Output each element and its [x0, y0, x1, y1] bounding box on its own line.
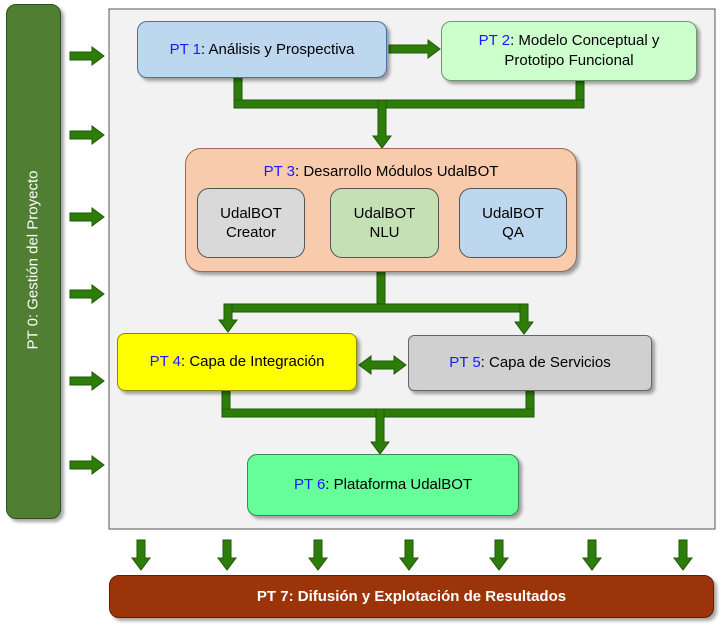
module-name: UdalBOT: [220, 205, 282, 222]
pt7-arrow: [489, 539, 509, 571]
pt0-management-bar: [6, 4, 61, 519]
pt0-label: PT 0: Gestión del Proyecto: [24, 170, 42, 350]
pt6-box: PT 6: Plataforma UdalBOT: [247, 454, 519, 516]
merge-to-pt3-arrow: [372, 99, 392, 149]
split-bar: [223, 303, 529, 313]
split-to-pt4-arrow: [218, 303, 238, 333]
pt0-arrow: [69, 46, 105, 66]
pt2-box: PT 2: Modelo Conceptual y Prototipo Funci…: [441, 21, 697, 81]
module-name: UdalBOT: [482, 205, 544, 222]
pt7-arrow: [582, 539, 602, 571]
pt0-arrow: [69, 371, 105, 391]
pt1-title: : Análisis y Prospectiva: [201, 40, 355, 58]
pt3-module-qa: UdalBOT QA: [459, 188, 567, 258]
module-name: UdalBOT: [353, 205, 416, 222]
module-variant: NLU: [369, 224, 400, 241]
pt3-down-connector: [376, 271, 386, 306]
pt5-code: PT 5: [449, 354, 481, 371]
pt3-title: : Desarrollo Módulos UdalBOT: [294, 163, 499, 180]
merge-to-pt6-arrow: [370, 408, 390, 455]
pt0-arrow: [69, 455, 105, 475]
pt4-code: PT 4: [149, 353, 181, 370]
pt4-title: : Capa de Integración: [180, 353, 325, 370]
pt4-box: PT 4: Capa de Integración: [117, 333, 357, 391]
pt7-arrow: [399, 539, 419, 571]
pt2-title-line1: : Modelo Conceptual y: [510, 32, 660, 49]
pt1-to-pt2-arrow: [388, 39, 441, 59]
split-to-pt5-arrow: [514, 303, 534, 335]
module-variant: Creator: [225, 224, 277, 241]
pt5-box: PT 5: Capa de Servicios: [408, 335, 652, 391]
pt7-arrow: [217, 539, 237, 571]
pt4-pt5-bidirectional-arrow: [358, 355, 407, 375]
pt3-module-creator: UdalBOT Creator: [197, 188, 305, 258]
pt3-module-nlu: UdalBOT NLU: [330, 188, 439, 258]
pt6-code: PT 6: [293, 476, 326, 493]
pt0-arrow: [69, 284, 105, 304]
pt2-code: PT 2: [478, 32, 511, 49]
pt7-label: PT 7: Difusión y Explotación de Resultad…: [256, 587, 567, 605]
pt7-arrow: [308, 539, 328, 571]
pt6-title: : Plataforma UdalBOT: [325, 476, 473, 493]
module-variant: QA: [502, 224, 524, 241]
pt7-arrow: [673, 539, 693, 571]
pt3-code: PT 3: [263, 163, 295, 180]
pt2-title-line2: Prototipo Funcional: [504, 52, 634, 69]
pt1-code: PT 1: [169, 40, 201, 58]
top-merge-bar: [233, 99, 585, 109]
pt7-dissemination-bar: PT 7: Difusión y Explotación de Resultad…: [109, 575, 714, 618]
pt5-title: : Capa de Servicios: [480, 354, 611, 371]
pt0-arrow: [69, 207, 105, 227]
pt0-arrow: [69, 125, 105, 145]
pt7-arrow: [131, 539, 151, 571]
pt1-box: PT 1: Análisis y Prospectiva: [137, 21, 387, 78]
